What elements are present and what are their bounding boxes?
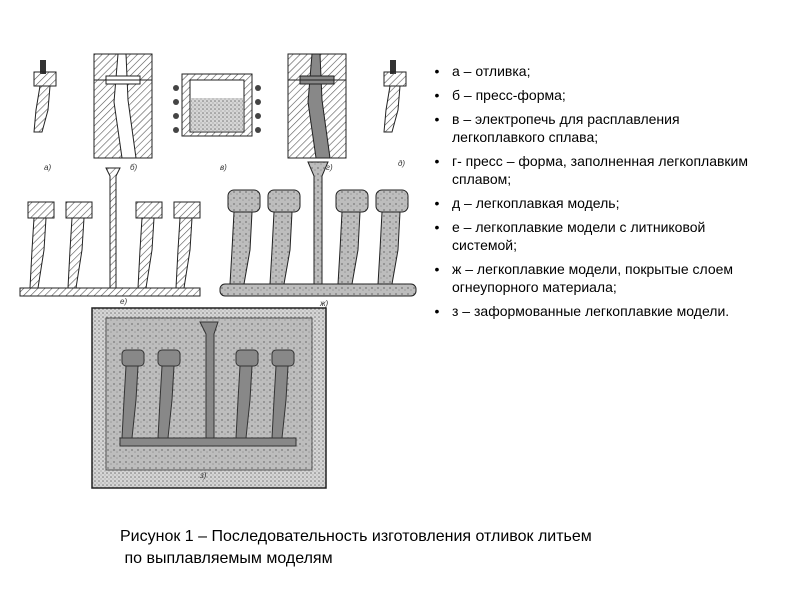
panel-c-furnace: в) <box>173 73 261 172</box>
panel-label-e: д) <box>398 159 405 168</box>
legend-item: • з – заформованные легкоплавкие модели. <box>430 302 770 320</box>
panel-label-a: а) <box>44 163 51 172</box>
legend-item-text: б – пресс-форма; <box>452 87 566 103</box>
bullet-icon: • <box>434 87 440 103</box>
figure-caption: Рисунок 1 – Последовательность изготовле… <box>120 526 760 570</box>
bullet-icon: • <box>434 261 440 277</box>
casting-process-figure: а) б) в) <box>10 40 425 510</box>
panel-b-press-mold: б) <box>93 53 153 172</box>
bullet-icon: • <box>434 219 440 235</box>
bullet-icon: • <box>434 153 440 169</box>
figure-drawing: а) б) в) <box>19 53 417 489</box>
panel-label-h: з) <box>199 471 207 480</box>
legend-item-text: д – легкоплавкая модель; <box>452 195 620 211</box>
legend-item: • б – пресс-форма; <box>430 86 770 104</box>
panel-g-coated-models: ж) <box>219 161 417 308</box>
legend-item: • а – отливка; <box>430 62 770 80</box>
panel-label-d: г) <box>326 163 333 172</box>
panel-a-casting: а) <box>33 60 57 172</box>
panel-label-b: б) <box>130 163 138 172</box>
legend-item: • е – легкоплавкие модели с литниковой си… <box>430 218 770 254</box>
legend-list: • а – отливка; • б – пресс-форма; • в – эле… <box>430 62 770 326</box>
panel-label-g: ж) <box>319 299 329 308</box>
panel-e-fusible-model: д) <box>383 60 407 168</box>
bullet-icon: • <box>434 111 440 127</box>
caption-line-2: по выплавляемым моделям <box>120 550 333 567</box>
panel-f-gating-system: е) <box>19 167 201 306</box>
legend-item-text: з – заформованные легкоплавкие модели. <box>452 303 730 319</box>
panel-d-filled-press-mold: г) <box>287 53 347 172</box>
legend-item-text: г- пресс – форма, заполненная легкоплавк… <box>452 153 749 187</box>
panel-label-c: в) <box>220 163 227 172</box>
legend-item-text: а – отливка; <box>452 63 531 79</box>
legend-item-text: е – легкоплавкие модели с литниковой сис… <box>452 219 706 253</box>
bullet-icon: • <box>434 303 440 319</box>
legend-item: • д – легкоплавкая модель; <box>430 194 770 212</box>
panel-label-f: е) <box>120 297 127 306</box>
legend-item: • в – электропечь для расплавления легкоп… <box>430 110 770 146</box>
legend-item-text: ж – легкоплавкие модели, покрытые слоем … <box>452 261 734 295</box>
legend-item-text: в – электропечь для расплавления легкопл… <box>452 111 680 145</box>
legend-item: • г- пресс – форма, заполненная легкоплав… <box>430 152 770 188</box>
caption-line-1: Рисунок 1 – Последовательность изготовле… <box>120 528 592 545</box>
bullet-icon: • <box>434 63 440 79</box>
legend-item: • ж – легкоплавкие модели, покрытые слоем… <box>430 260 770 296</box>
bullet-icon: • <box>434 195 440 211</box>
panel-h-molded-models: з) <box>91 307 327 489</box>
